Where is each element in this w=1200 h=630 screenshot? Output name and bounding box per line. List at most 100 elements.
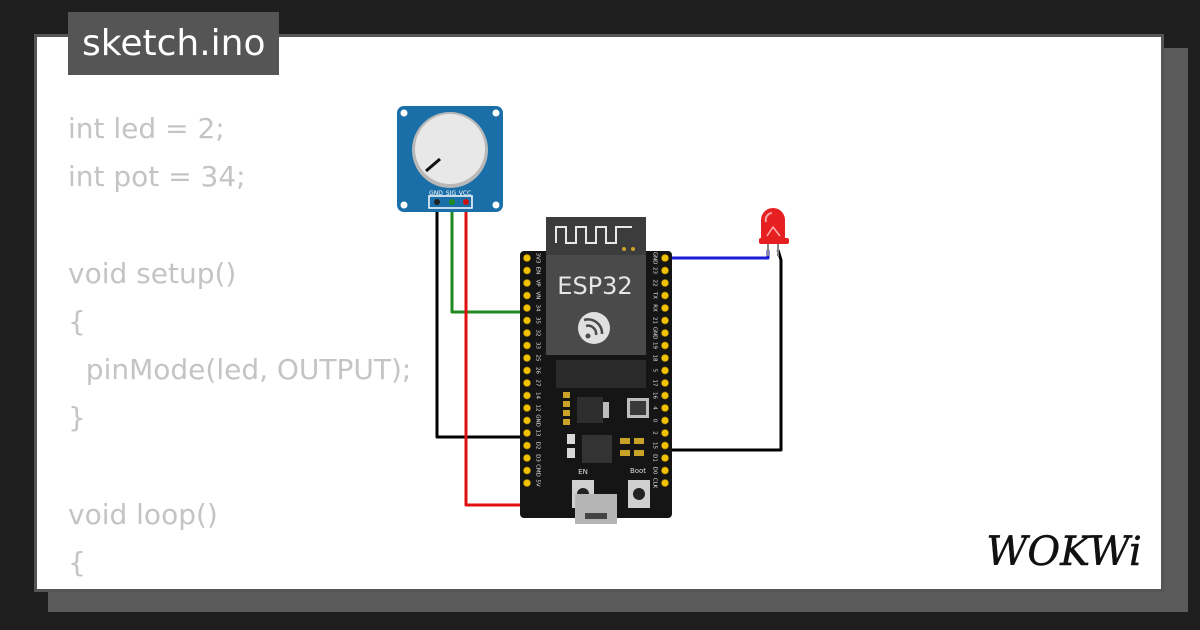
- esp32-pin-right-22[interactable]: [661, 279, 669, 287]
- code-line: {: [68, 545, 86, 579]
- esp32-pin-right-clk[interactable]: [661, 479, 669, 487]
- esp32-pin-label: 27: [535, 380, 541, 387]
- code-preview: int led = 2;int pot = 34;void setup(){ p…: [68, 105, 925, 589]
- esp32-pin-label: D0: [652, 467, 658, 475]
- wire-gnd[interactable]: [435, 203, 529, 439]
- wire-led-cathode[interactable]: [664, 250, 770, 260]
- esp32-pin-label: CMD: [535, 464, 541, 477]
- boot-button[interactable]: [628, 480, 650, 508]
- code-line: }: [68, 401, 86, 435]
- esp32-pin-right-18[interactable]: [661, 354, 669, 362]
- esp32-pin-left-en[interactable]: [523, 266, 531, 275]
- esp32-pin-label: 13: [535, 430, 541, 437]
- esp32-pin-label: RX: [652, 304, 658, 312]
- esp32-pin-label: 21: [652, 317, 658, 324]
- code-line: void setup(): [68, 256, 237, 290]
- esp32-pin-label: VP: [535, 279, 541, 287]
- pot-pin-vcc[interactable]: [463, 199, 469, 205]
- led[interactable]: [759, 208, 789, 256]
- esp32-pin-right-17[interactable]: [661, 379, 669, 387]
- esp32-pin-right-15[interactable]: [661, 441, 669, 450]
- esp32-pin-label: 25: [535, 355, 541, 362]
- esp32-pin-left-27[interactable]: [523, 379, 531, 387]
- esp32-pin-label: 5: [652, 369, 658, 373]
- esp32-pin-right-2[interactable]: [661, 429, 669, 437]
- pot-pin-sig[interactable]: [449, 199, 455, 205]
- pot-pin-gnd[interactable]: [434, 199, 440, 205]
- knob-indicator: [425, 157, 441, 173]
- esp32-pin-left-33[interactable]: [523, 341, 531, 350]
- esp32-pin-label: 22: [652, 280, 658, 287]
- file-tab-sketch[interactable]: sketch.ino: [68, 12, 280, 75]
- esp32-pin-left-d3[interactable]: [523, 454, 531, 462]
- wire-sig[interactable]: [450, 203, 529, 314]
- wire-vcc[interactable]: [464, 203, 529, 507]
- esp32-pin-right-rx[interactable]: [661, 304, 669, 312]
- boot-label: Boot: [630, 467, 646, 475]
- esp32-pin-label: 5V: [535, 479, 541, 486]
- esp32-pin-label: 35: [535, 317, 541, 324]
- esp32-pin-label: 19: [652, 342, 658, 349]
- esp32-title: ESP32: [557, 272, 632, 300]
- usb-port[interactable]: [575, 494, 617, 524]
- esp32-pin-label: 14: [535, 392, 541, 399]
- esp32-pin-left-gnd[interactable]: [523, 416, 531, 425]
- esp32-pin-label: 23: [652, 267, 658, 274]
- esp32-pin-right-21[interactable]: [661, 316, 669, 325]
- potentiometer-knob[interactable]: [415, 114, 485, 184]
- esp32-pin-left-13[interactable]: [523, 429, 531, 437]
- esp32-pin-left-5v[interactable]: [523, 479, 531, 487]
- esp32-pin-left-3v3[interactable]: [523, 254, 531, 262]
- esp32-pin-right-4[interactable]: [661, 404, 669, 412]
- code-line: void loop(): [68, 497, 218, 531]
- esp32-pin-label: 0: [652, 419, 658, 423]
- usb-bridge-chip: [582, 435, 612, 463]
- esp32-pin-left-25[interactable]: [523, 354, 531, 362]
- esp32-pin-label: 34: [535, 305, 541, 312]
- esp32-pin-label: GND: [652, 252, 658, 265]
- esp32-pin-label: 33: [535, 342, 541, 349]
- esp32-pin-label: TX: [652, 291, 658, 299]
- code-line: {: [68, 304, 86, 338]
- wokwi-logo-text: WOKWi: [986, 529, 1142, 575]
- esp32-pin-left-vn[interactable]: [523, 291, 531, 300]
- wire-led-anode[interactable]: [664, 249, 783, 452]
- esp32-pin-right-5[interactable]: [661, 366, 669, 375]
- esp32-pin-label: GND: [535, 414, 541, 427]
- esp32-pin-right-d0[interactable]: [661, 466, 669, 475]
- esp32-pin-label: 16: [652, 392, 658, 399]
- pin-label-sig: SIG: [446, 190, 457, 197]
- esp32-pin-left-34[interactable]: [523, 304, 531, 312]
- esp32-pin-left-vp[interactable]: [523, 279, 531, 287]
- esp32-pin-right-gnd[interactable]: [661, 329, 669, 337]
- esp32-pin-label: 18: [652, 355, 658, 362]
- esp32-pin-label: 12: [535, 405, 541, 412]
- esp32-pin-left-35[interactable]: [523, 316, 531, 325]
- espressif-logo-icon: [578, 312, 610, 344]
- esp32-pin-right-0[interactable]: [661, 416, 669, 425]
- esp32-pin-label: D1: [652, 454, 658, 462]
- voltage-regulator: [577, 397, 603, 423]
- esp32-pin-right-19[interactable]: [661, 341, 669, 350]
- esp32-pin-left-cmd[interactable]: [523, 466, 531, 475]
- esp32-pin-right-23[interactable]: [661, 266, 669, 275]
- esp32-pin-label: EN: [535, 267, 541, 275]
- esp32-pin-right-d1[interactable]: [661, 454, 669, 462]
- esp32-pin-right-tx[interactable]: [661, 291, 669, 300]
- esp32-board[interactable]: ESP32 EN Boot: [520, 217, 672, 524]
- potentiometer[interactable]: GND SIG VCC: [397, 106, 503, 212]
- esp32-pin-left-12[interactable]: [523, 404, 531, 412]
- esp32-pin-left-26[interactable]: [523, 366, 531, 375]
- esp32-pin-left-14[interactable]: [523, 391, 531, 400]
- pin-label-gnd: GND: [429, 190, 443, 197]
- esp32-pin-left-32[interactable]: [523, 329, 531, 337]
- esp32-pin-label: D2: [535, 442, 541, 450]
- esp32-pin-right-16[interactable]: [661, 391, 669, 400]
- esp32-pin-label: 15: [652, 442, 658, 449]
- esp32-pin-right-gnd[interactable]: [661, 254, 669, 262]
- code-line: int led = 2;: [68, 112, 225, 145]
- esp32-pin-label: GND: [652, 327, 658, 340]
- esp32-pin-label: VN: [535, 292, 541, 300]
- esp32-pin-left-d2[interactable]: [523, 441, 531, 450]
